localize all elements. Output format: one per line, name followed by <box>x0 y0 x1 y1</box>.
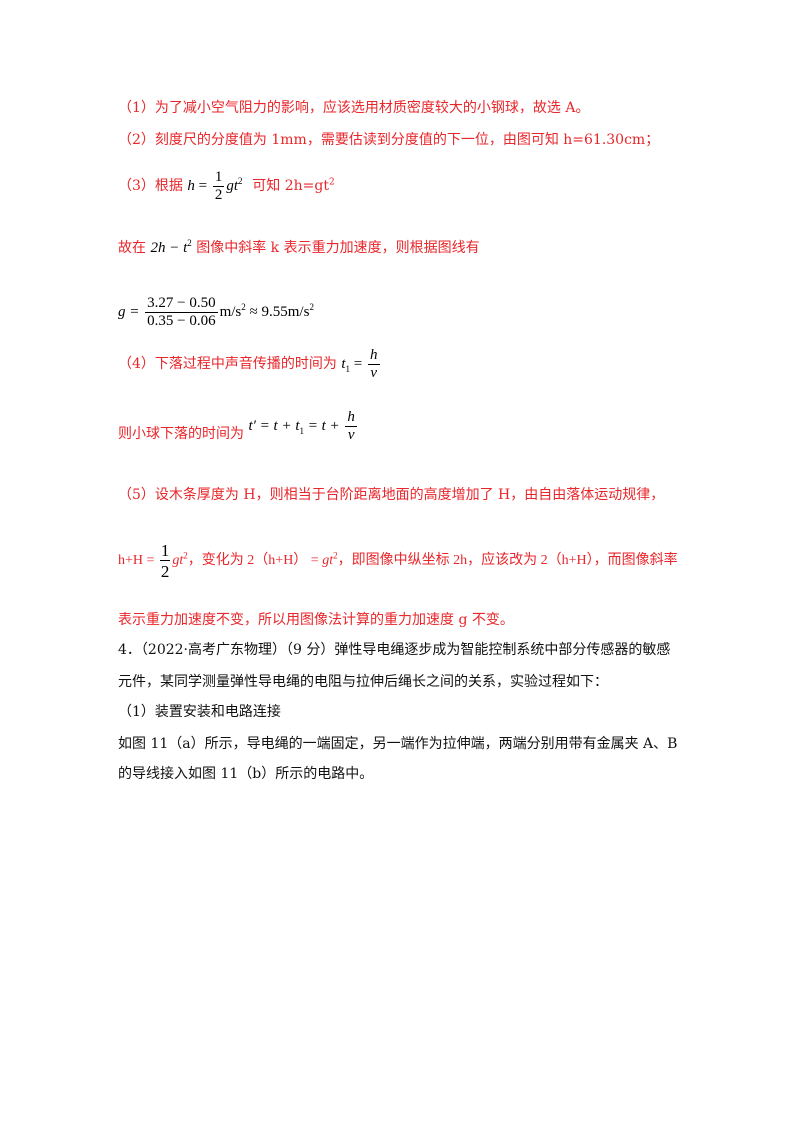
solution-part-2: （2）刻度尺的分度值为 1mm，需要估读到分度值的下一位，由图可知 h=61.3… <box>118 132 660 148</box>
fall-time-formula: t′ = t + t1 = t + h v <box>248 409 357 444</box>
question-4-line-1: 4．（2022·高考广东物理）（9 分）弹性导电绳逐步成为智能控制系统中部分传感… <box>118 642 671 658</box>
graph-note-suffix: 图像中斜率 k 表示重力加速度，则根据图线有 <box>196 240 480 256</box>
fraction-numerator: 1 <box>212 169 225 188</box>
question-4-line-2: 元件，某同学测量弹性导电绳的电阻与拉伸后绳长之间的关系，实验过程如下： <box>118 674 608 690</box>
height-change-prefix: h+H = <box>118 553 155 568</box>
slope-denominator: 0.35 − 0.06 <box>147 313 216 330</box>
part3-suffix: 可知 2h=gt2 <box>252 177 335 194</box>
formula-gt: gt <box>226 178 239 194</box>
formula-h: h <box>187 178 195 194</box>
solution-part-3: （3）根据 h = 1 2 gt2 可知 2h=gt2 <box>118 168 335 204</box>
gravity-equation: g = 3.27 − 0.50 0.35 − 0.06 m/s2 ≈ 9.55m… <box>118 295 314 330</box>
solution-graph-note: 故在 2h − t2 图像中斜率 k 表示重力加速度，则根据图线有 <box>118 238 480 258</box>
part3-prefix: （3）根据 <box>118 178 183 194</box>
slope-numerator: 3.27 − 0.50 <box>145 295 218 314</box>
equation-unit: m/s <box>219 304 242 320</box>
height-change-line: h+H = 1 2 gt2，变化为 2（h+H） = gt2，即图像中纵坐标 2… <box>118 540 678 581</box>
question-4-line-4: 如图 11（a）所示，导电绳的一端固定，另一端作为拉伸端，两端分别用带有金属夹 … <box>118 736 678 752</box>
equation-result: ≈ 9.55m/s <box>249 304 310 320</box>
solution-part-1: （1）为了减小空气阻力的影响，应该选用材质密度较大的小钢球，故选 A。 <box>118 100 590 116</box>
question-4-line-5: 的导线接入如图 11（b）所示的电路中。 <box>118 766 374 782</box>
graph-axis-formula: 2h − t2 <box>150 238 192 257</box>
fraction-half: 1 2 <box>212 169 225 204</box>
fall-time-line: 则小球下落的时间为 t′ = t + t1 = t + h v <box>118 410 359 458</box>
part3-formula: h = 1 2 gt2 <box>187 169 243 204</box>
one-half-fraction: 1 2 <box>159 540 171 581</box>
h-over-v-fraction-2: h v <box>345 409 357 444</box>
slope-fraction: 3.27 − 0.50 0.35 − 0.06 <box>145 295 218 330</box>
solution-part-4: （4）下落过程中声音传播的时间为 t1 = h v <box>118 342 382 386</box>
fraction-denominator: 2 <box>214 187 223 204</box>
height-change-mid: ，变化为 2（h+H） = <box>187 553 323 568</box>
solution-part-5: （5）设木条厚度为 H，则相当于台阶距离地面的高度增加了 H，由自由落体运动规律… <box>118 487 665 503</box>
solution-conclusion: 表示重力加速度不变，所以用图像法计算的重力加速度 g 不变。 <box>118 612 514 628</box>
graph-note-prefix: 故在 <box>118 240 146 256</box>
part4-text: （4）下落过程中声音传播的时间为 <box>118 356 337 372</box>
sound-time-formula: t1 = h v <box>341 347 380 382</box>
fall-time-text: 则小球下落的时间为 <box>118 426 244 442</box>
equation-lhs: g = <box>118 304 140 320</box>
height-change-suffix: ，即图像中纵坐标 2h，应该改为 2（h+H），而图像斜率 <box>337 553 678 568</box>
h-over-v-fraction: h v <box>368 347 380 382</box>
question-4-line-3: （1）装置安装和电路连接 <box>118 704 281 720</box>
